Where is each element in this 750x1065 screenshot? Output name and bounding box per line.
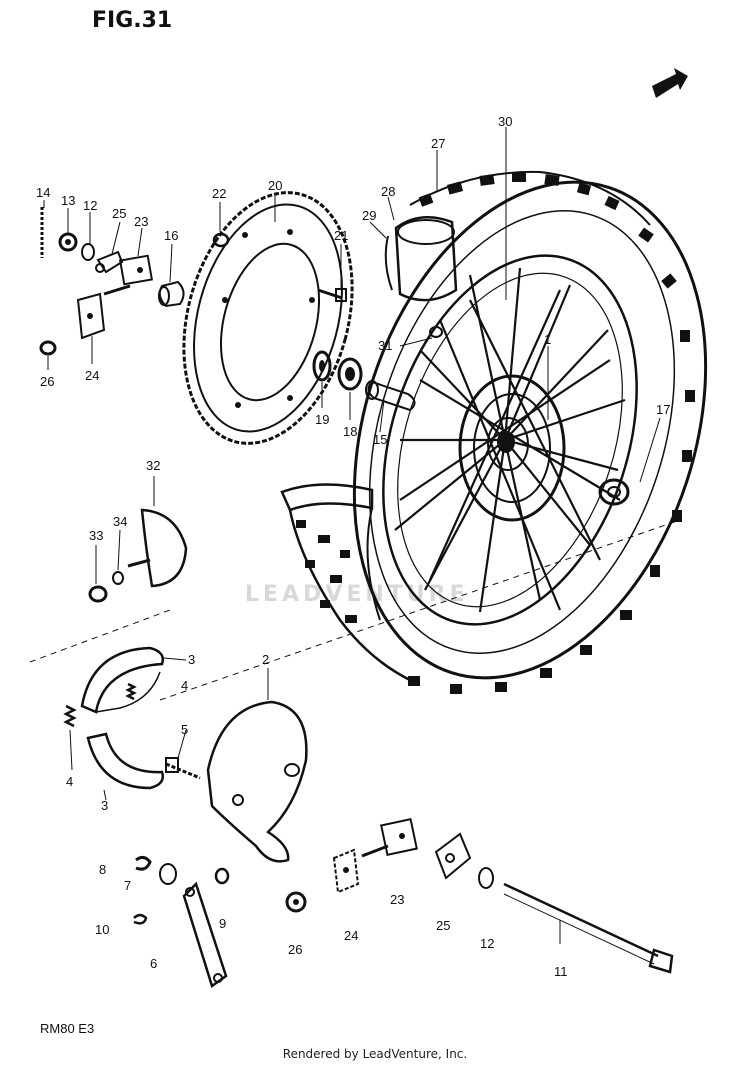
callout-15: 15 (373, 432, 387, 447)
callout-26-lower: 26 (288, 942, 302, 957)
sprocket-bolt (317, 288, 347, 302)
callout-27: 27 (431, 136, 445, 151)
brake-spring (63, 682, 137, 728)
callout-22: 22 (212, 186, 226, 201)
callout-21: 21 (334, 228, 348, 243)
axle-spacer-right (598, 478, 630, 506)
callout-7: 7 (124, 878, 131, 893)
callout-25-lower: 25 (436, 918, 450, 933)
callout-19: 19 (315, 412, 329, 427)
brake-cam (165, 757, 201, 780)
bearing-19 (312, 350, 332, 382)
brake-shoe-lower (86, 732, 164, 790)
exploded-view-drawing: 27 30 28 29 31 1 17 20 22 21 14 13 12 25… (29, 68, 708, 989)
callout-33: 33 (89, 528, 103, 543)
callout-28: 28 (381, 184, 395, 199)
adjuster-nut-26 (39, 340, 57, 356)
callout-11: 11 (554, 964, 568, 979)
callout-24-lower: 24 (344, 928, 358, 943)
adjuster-stopper-24 (76, 292, 106, 340)
callout-12-lower: 12 (480, 936, 494, 951)
callout-8: 8 (99, 862, 106, 877)
washer-12-lower (478, 867, 494, 889)
rear-tire (352, 170, 708, 694)
model-code: RM80 E3 (40, 1021, 95, 1036)
adjuster-23-lower (361, 818, 418, 858)
hub-spacer (365, 380, 416, 412)
torque-link-6 (182, 881, 228, 989)
nut-33 (88, 585, 108, 603)
callout-3-upper: 3 (188, 652, 195, 667)
callout-13: 13 (61, 193, 75, 208)
brake-panel (206, 700, 308, 863)
spacer-16 (158, 280, 185, 308)
nut-9 (214, 867, 230, 885)
nut-26-lower (285, 891, 307, 913)
callout-32: 32 (146, 458, 160, 473)
callout-9: 9 (219, 916, 226, 931)
callout-34: 34 (113, 514, 127, 529)
wheel-hub (458, 374, 566, 522)
stopper-24-lower (332, 848, 360, 894)
rear-axle-11 (503, 882, 674, 974)
callout-4-upper: 4 (181, 678, 188, 693)
callout-24-upper: 24 (85, 368, 99, 383)
callout-12-upper: 12 (83, 198, 97, 213)
rim-lock-nut (429, 326, 443, 338)
sprocket-nut (212, 232, 230, 248)
tire-section (280, 483, 411, 682)
callout-17: 17 (656, 402, 670, 417)
clip-7 (135, 855, 152, 871)
callout-5: 5 (181, 722, 188, 737)
callout-3-lower: 3 (101, 798, 108, 813)
footer-credit: Rendered by LeadVenture, Inc. (282, 1047, 468, 1061)
adjuster-nut-13 (58, 232, 78, 252)
washer-34 (112, 571, 124, 585)
washer-8 (159, 863, 177, 885)
brake-shoe-upper (80, 646, 164, 714)
callout-20: 20 (268, 178, 282, 193)
cotter-pin-10 (133, 913, 148, 925)
callout-10: 10 (95, 922, 109, 937)
chain-adjuster-23 (103, 254, 154, 296)
washer-12 (81, 243, 95, 261)
callout-16: 16 (164, 228, 178, 243)
inner-tube (384, 235, 393, 291)
callout-14: 14 (36, 185, 50, 200)
callout-31: 31 (378, 338, 392, 353)
callout-30: 30 (498, 114, 512, 129)
bearing-18 (337, 357, 363, 391)
figure-title: FIG.31 (92, 8, 173, 33)
plate-25-lower (434, 832, 472, 880)
callout-4-lower: 4 (66, 774, 73, 789)
callout-6: 6 (150, 956, 157, 971)
callout-25-upper: 25 (112, 206, 126, 221)
callout-2: 2 (262, 652, 269, 667)
rear-sprocket (182, 191, 354, 445)
callout-23-lower: 23 (390, 892, 404, 907)
callout-18: 18 (343, 424, 357, 439)
plate-32 (127, 508, 188, 588)
callout-1: 1 (544, 332, 551, 347)
callout-29: 29 (362, 208, 376, 223)
rim-band (394, 215, 458, 302)
adjuster-plate-25 (95, 250, 124, 274)
callout-23-upper: 23 (134, 214, 148, 229)
callout-26-upper: 26 (40, 374, 54, 389)
arrow-right-icon (652, 68, 688, 98)
